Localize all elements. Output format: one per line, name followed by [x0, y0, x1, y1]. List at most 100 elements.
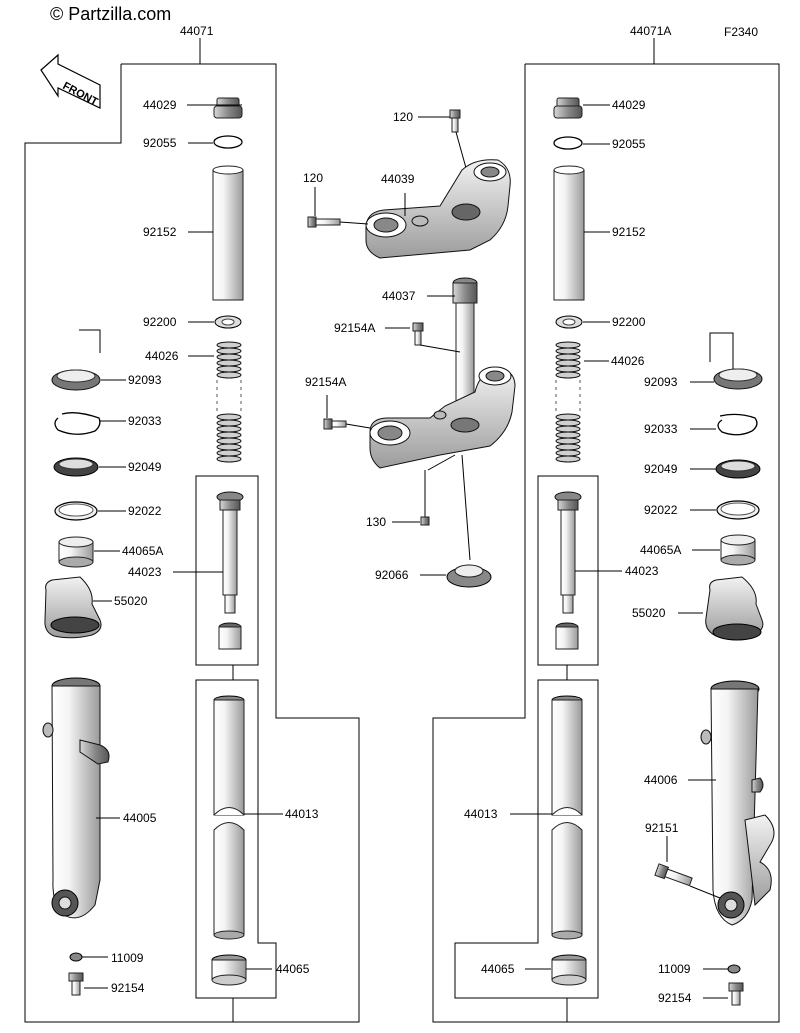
part-left-oil-lock-piece: [218, 622, 242, 650]
part-44029-left-cap-bolt: [213, 97, 243, 119]
spring-coil: [555, 431, 581, 439]
spring-coil: [216, 353, 242, 361]
part-92066-stem-seal: [446, 564, 492, 588]
label-92151-right: 92151: [645, 821, 679, 835]
right-fork-group-outline: 44071A: [432, 24, 780, 1023]
part-92093-right-oil-seal: [713, 368, 763, 390]
label-44071A: 44071A: [630, 24, 671, 38]
part-right-oil-lock-piece: [555, 622, 579, 650]
label-92200-left: 92200: [143, 315, 177, 329]
spring-coil: [216, 365, 242, 373]
label-44065A-left: 44065A: [122, 544, 163, 558]
part-44037-steering-stem: [369, 277, 516, 469]
label-92022-right: 92022: [644, 503, 678, 517]
part-92049-left-dust-seal: [53, 457, 99, 477]
spring-coil: [216, 341, 242, 349]
spring-coil: [216, 449, 242, 457]
spring-coil: [216, 359, 242, 367]
label-44065-right: 44065: [481, 962, 515, 976]
front-arrow-icon: FRONT: [40, 53, 101, 109]
spring-coil: [216, 431, 242, 439]
part-92154-left-bolt: [68, 972, 84, 996]
spring-coil: [555, 437, 581, 445]
label-92154A-upper: 92154A: [334, 321, 375, 335]
part-92055-right-o-ring: [553, 136, 583, 150]
part-11009-left-gasket: [69, 952, 83, 962]
label-44037: 44037: [382, 289, 416, 303]
label-92066: 92066: [375, 568, 409, 582]
label-44023-right: 44023: [625, 564, 659, 578]
steering-leader-lines: [424, 454, 471, 561]
part-92033-left-snap-ring: [54, 412, 101, 435]
part-44026-left-spring: [216, 341, 242, 463]
spring-coil: [555, 449, 581, 457]
part-44065A-right-bush: [720, 534, 756, 566]
part-44013-right-inner-tube: [551, 695, 583, 940]
label-92049-right: 92049: [644, 462, 678, 476]
part-55020-right-fork-guard: [705, 576, 764, 641]
part-44005-left-outer-tube: [42, 677, 110, 919]
label-44039: 44039: [381, 172, 415, 186]
label-44026-right: 44026: [611, 354, 645, 368]
label-44065-left: 44065: [276, 962, 310, 976]
part-92093-left-oil-seal: [51, 369, 101, 391]
label-92033-left: 92033: [128, 414, 162, 428]
label-44029-left: 44029: [143, 98, 177, 112]
label-130: 130: [366, 515, 386, 529]
label-92152-right: 92152: [612, 225, 646, 239]
label-92022-left: 92022: [128, 504, 162, 518]
label-92055-right: 92055: [612, 137, 646, 151]
label-120-top: 120: [393, 110, 413, 124]
spring-coil: [216, 413, 242, 421]
part-92151-right-bolt: [654, 863, 693, 887]
part-92033-right-snap-ring: [717, 413, 758, 436]
spring-coil: [555, 455, 581, 463]
label-44065A-right: 44065A: [640, 543, 681, 557]
label-44026-left: 44026: [145, 349, 179, 363]
spring-coil: [555, 419, 581, 427]
part-55020-left-fork-guard: [44, 576, 102, 639]
part-44006-right-outer-tube: [700, 680, 775, 926]
label-92055-left: 92055: [143, 136, 177, 150]
label-44023-left: 44023: [128, 565, 162, 579]
part-44023-left-damper-rod: [216, 491, 244, 614]
left-fork-group-outline: 44071: [24, 24, 360, 1023]
part-44065-right-bush: [551, 954, 587, 986]
part-120-bolt-left: [307, 216, 341, 228]
spring-coil: [216, 455, 242, 463]
spring-coil: [555, 443, 581, 451]
part-120-bolt-top: [449, 109, 461, 133]
part-130-screw: [420, 516, 430, 526]
part-92154A-bolt-lower: [323, 418, 347, 430]
spring-coil: [555, 359, 581, 367]
label-55020-left: 55020: [114, 594, 148, 608]
label-44005-left: 44005: [123, 811, 157, 825]
label-92154A-lower: 92154A: [305, 375, 346, 389]
label-92093-right: 92093: [644, 375, 678, 389]
figure-code: F2340: [724, 25, 758, 39]
label-11009-left: 11009: [111, 951, 144, 965]
part-11009-right-gasket: [727, 964, 741, 974]
spring-coil: [555, 353, 581, 361]
label-92200-right: 92200: [612, 315, 646, 329]
partzilla-watermark: © Partzilla.com: [50, 4, 171, 24]
part-44065A-left-bush: [58, 536, 94, 568]
spring-coil: [216, 347, 242, 355]
part-92055-left-o-ring: [213, 135, 243, 149]
part-44065-left-bush: [211, 954, 247, 986]
spring-coil: [555, 413, 581, 421]
spring-coil: [555, 425, 581, 433]
label-92152-left: 92152: [143, 225, 177, 239]
label-92154-right: 92154: [658, 991, 692, 1005]
part-44023-right-damper-rod: [554, 491, 582, 614]
part-44026-right-spring: [555, 341, 581, 463]
label-92154-left: 92154: [111, 981, 145, 995]
label-92093-left: 92093: [128, 373, 162, 387]
spring-coil: [216, 425, 242, 433]
part-92154-right-bolt: [728, 982, 744, 1006]
spring-coil: [555, 365, 581, 373]
label-120-left: 120: [303, 171, 323, 185]
spring-coil: [555, 371, 581, 379]
label-44013-right: 44013: [464, 807, 498, 821]
spring-coil: [216, 419, 242, 427]
